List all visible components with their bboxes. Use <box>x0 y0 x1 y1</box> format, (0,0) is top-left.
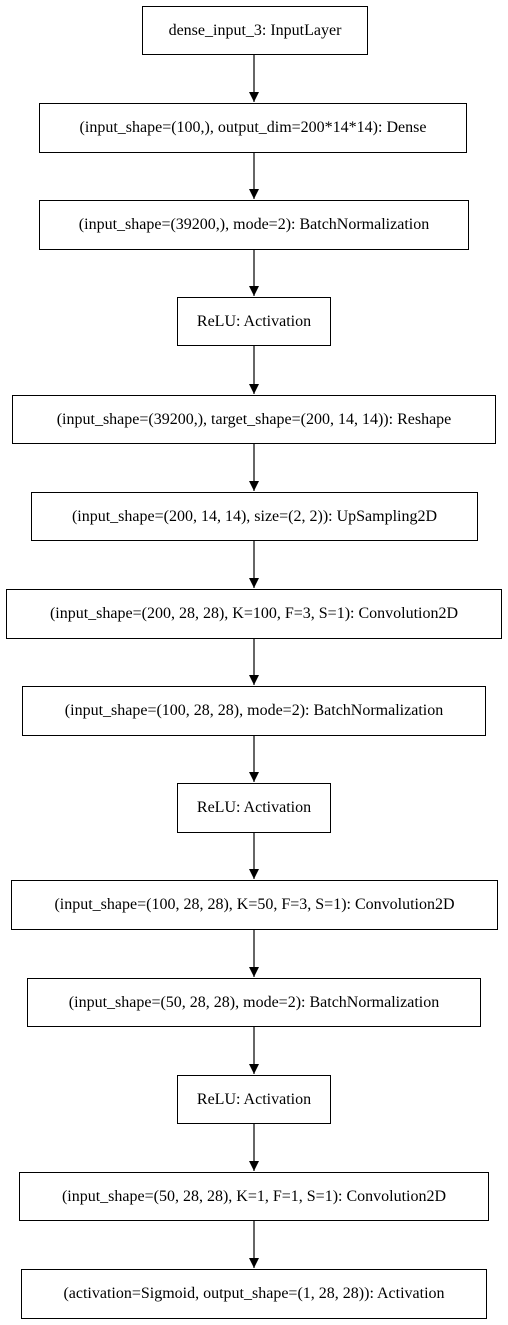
node-reshape: (input_shape=(39200,), target_shape=(200… <box>12 395 496 444</box>
node-label: (input_shape=(100,), output_dim=200*14*1… <box>79 119 427 136</box>
node-batchnorm-2: (input_shape=(100, 28, 28), mode=2): Bat… <box>22 686 486 736</box>
node-label: (input_shape=(39200,), mode=2): BatchNor… <box>78 216 430 233</box>
node-sigmoid-activation: (activation=Sigmoid, output_shape=(1, 28… <box>21 1269 487 1319</box>
node-relu-2: ReLU: Activation <box>177 783 331 833</box>
node-label: ReLU: Activation <box>196 1090 312 1108</box>
node-label: (input_shape=(100, 28, 28), mode=2): Bat… <box>64 702 444 719</box>
node-conv-3: (input_shape=(50, 28, 28), K=1, F=1, S=1… <box>19 1172 489 1221</box>
node-batchnorm-3: (input_shape=(50, 28, 28), mode=2): Batc… <box>27 978 481 1027</box>
node-label: ReLU: Activation <box>196 799 312 816</box>
node-conv-2: (input_shape=(100, 28, 28), K=50, F=3, S… <box>11 880 498 930</box>
node-label: (activation=Sigmoid, output_shape=(1, 28… <box>63 1285 445 1302</box>
node-label: dense_input_3: InputLayer <box>168 21 342 39</box>
node-label: (input_shape=(200, 28, 28), K=100, F=3, … <box>49 605 459 622</box>
node-batchnorm-1: (input_shape=(39200,), mode=2): BatchNor… <box>39 200 469 250</box>
node-dense: (input_shape=(100,), output_dim=200*14*1… <box>39 103 467 153</box>
node-input-layer: dense_input_3: InputLayer <box>142 6 368 55</box>
node-label: (input_shape=(100, 28, 28), K=50, F=3, S… <box>54 896 455 913</box>
node-upsampling: (input_shape=(200, 14, 14), size=(2, 2))… <box>31 492 478 541</box>
node-relu-1: ReLU: Activation <box>177 297 331 346</box>
node-conv-1: (input_shape=(200, 28, 28), K=100, F=3, … <box>6 589 502 639</box>
node-relu-3: ReLU: Activation <box>177 1075 331 1124</box>
node-label: (input_shape=(50, 28, 28), mode=2): Batc… <box>68 993 440 1011</box>
node-label: (input_shape=(39200,), target_shape=(200… <box>56 410 452 428</box>
node-label: (input_shape=(200, 14, 14), size=(2, 2))… <box>71 507 438 525</box>
node-label: (input_shape=(50, 28, 28), K=1, F=1, S=1… <box>61 1187 447 1205</box>
node-label: ReLU: Activation <box>196 312 312 330</box>
